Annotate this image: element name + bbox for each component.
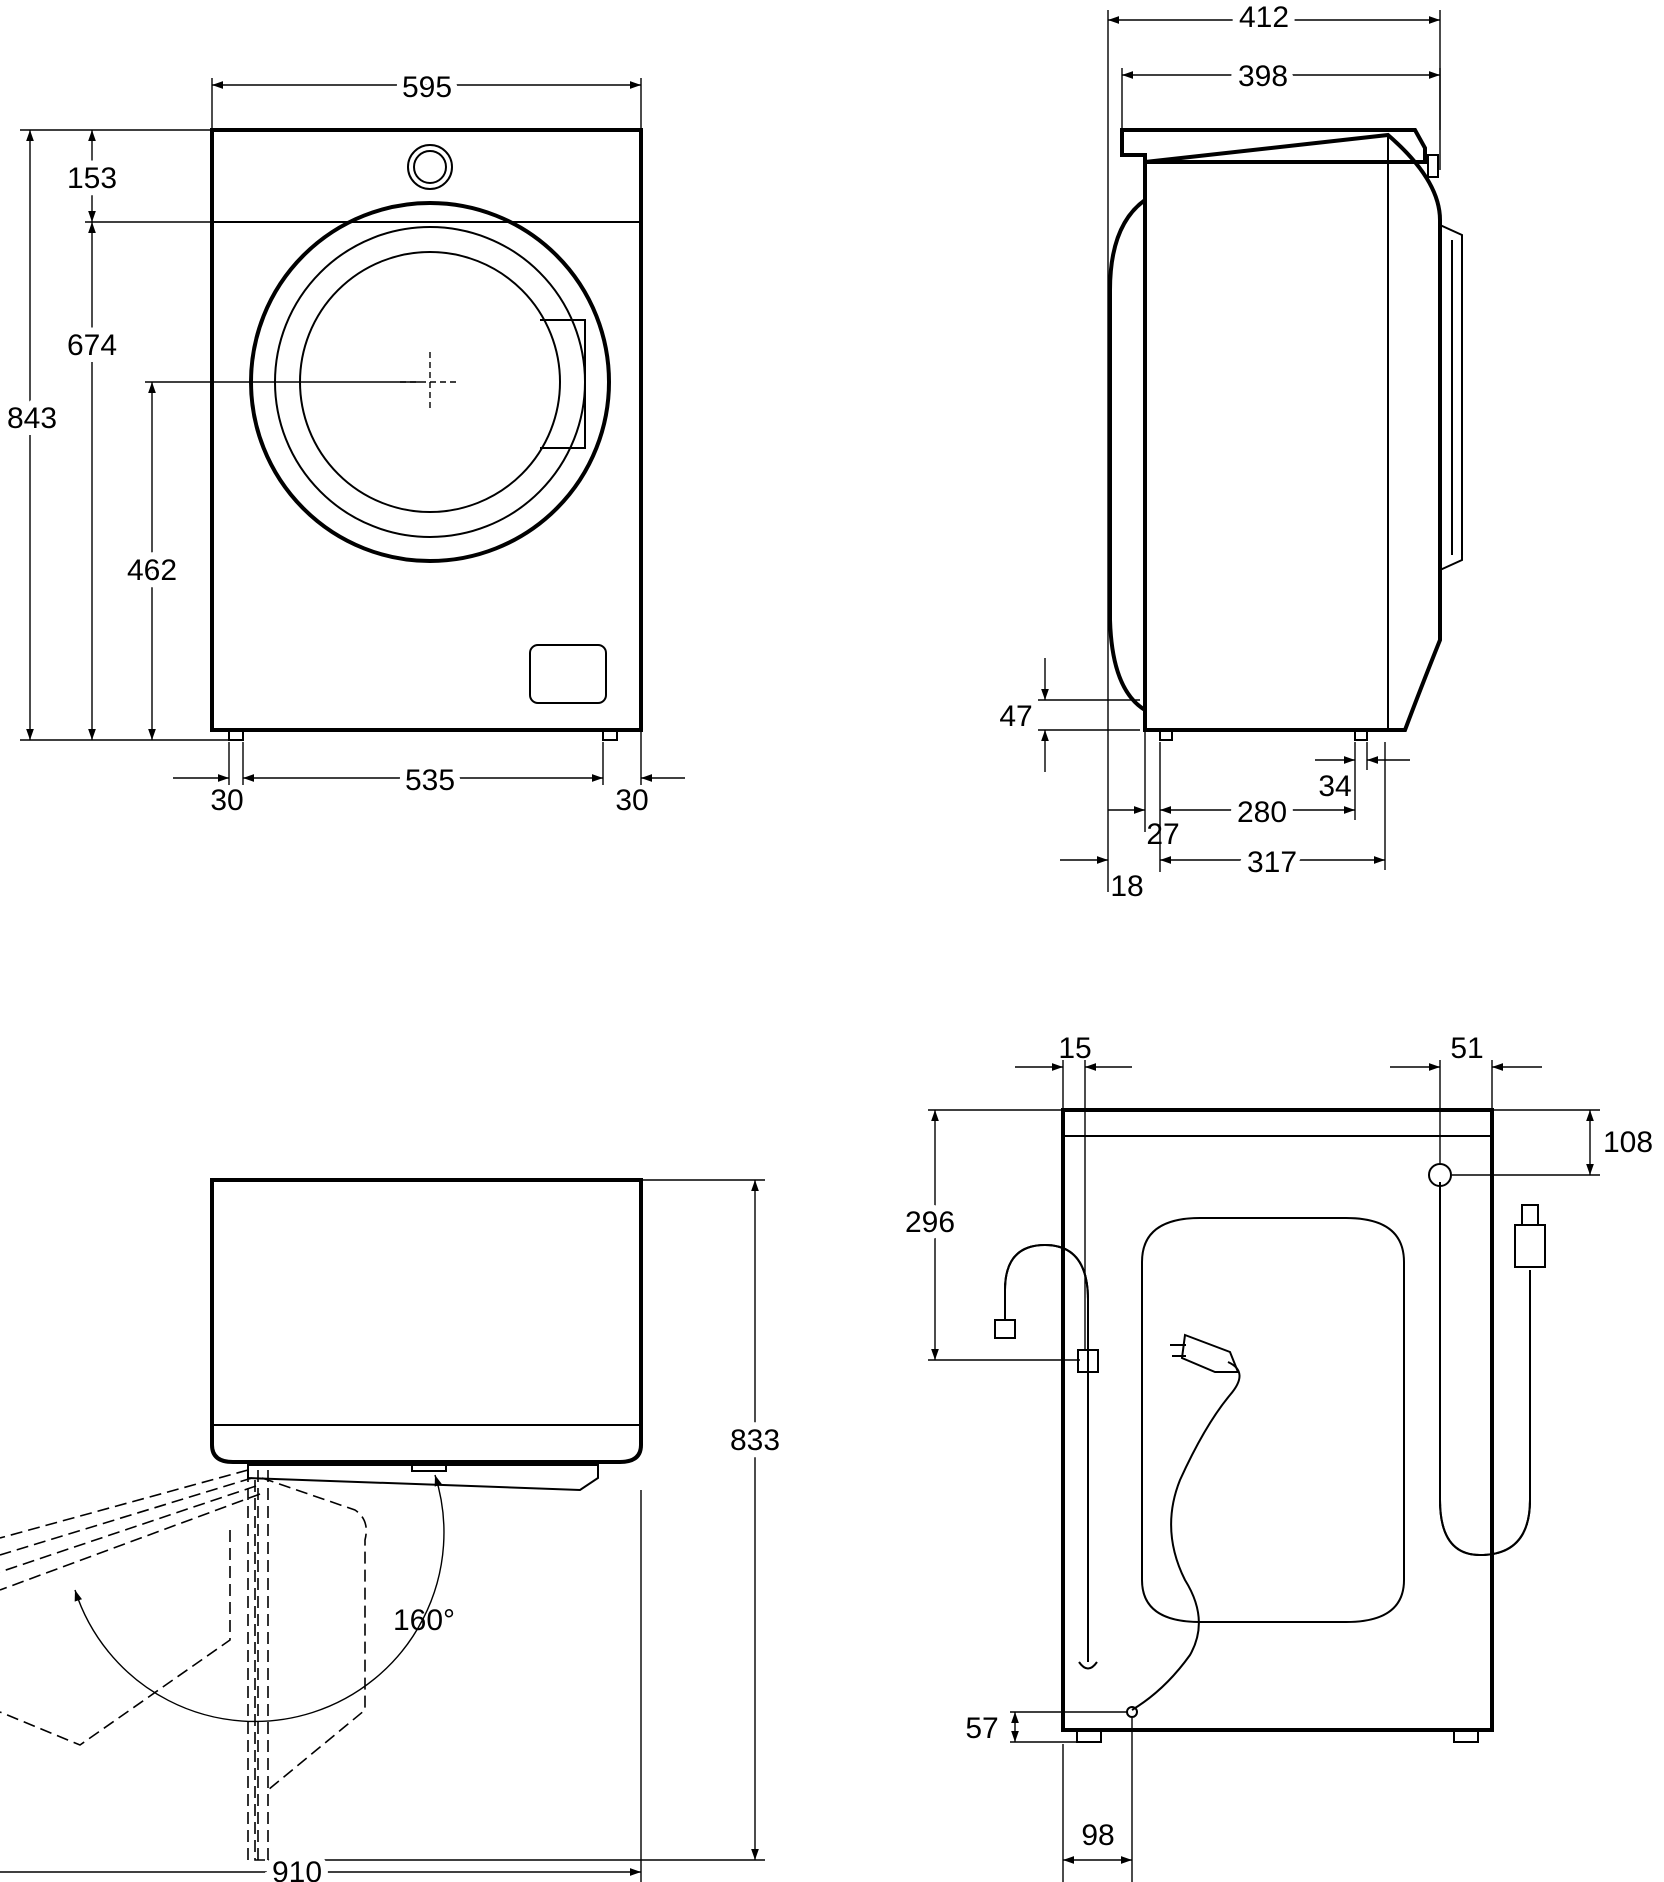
dim-side-foot-offset-front: 27 (1146, 818, 1179, 851)
top-door-open-angled (0, 1469, 261, 1591)
rear-view: 15 51 108 296 57 98 (898, 1032, 1653, 1882)
door-angle-arc (74, 1474, 445, 1723)
dim-door-center-height: 462 (127, 554, 177, 587)
dim-side-depth-total: 412 (1239, 1, 1289, 34)
rear-foot-left (1076, 1729, 1102, 1743)
dim-foot-offset-right: 30 (615, 784, 648, 817)
dim-rear-inlet-offset: 51 (1450, 1032, 1483, 1065)
dim-door-angle: 160° (393, 1604, 455, 1637)
side-door-bulge (1108, 198, 1147, 712)
dim-foot-spacing: 535 (405, 764, 455, 797)
top-door-closed (247, 1464, 599, 1492)
rear-foot-right (1453, 1729, 1479, 1743)
top-door-open-vertical (247, 1470, 269, 1860)
power-cable-exit (1126, 1706, 1138, 1718)
inlet-hose (1439, 1182, 1531, 1557)
front-view: 595 843 153 674 462 30 535 30 (0, 64, 685, 817)
rear-service-panel (1141, 1217, 1405, 1623)
rear-cabinet (1061, 1108, 1494, 1732)
dim-panel-height: 153 (67, 162, 117, 195)
drain-hose (1004, 1243, 1089, 1662)
power-cable (1131, 1361, 1241, 1711)
filter-cover (529, 644, 607, 704)
inlet-hose-nut (1514, 1224, 1546, 1268)
dim-rear-drain-hook-height: 296 (905, 1206, 955, 1239)
dim-top-height: 833 (730, 1424, 780, 1457)
side-top-cover (1120, 128, 1427, 164)
door-handle (540, 319, 586, 449)
front-cabinet (210, 128, 643, 732)
dim-side-depth-top: 398 (1238, 60, 1288, 93)
dim-foot-offset-left: 30 (210, 784, 243, 817)
dim-side-depth-body: 317 (1247, 846, 1297, 879)
dim-side-foot-spacing: 280 (1237, 796, 1287, 829)
top-door-hinge (411, 1464, 447, 1472)
dim-side-door-protrusion: 18 (1110, 870, 1143, 903)
program-knob-inner (413, 150, 447, 184)
side-rear-panel (1439, 224, 1463, 571)
side-view: 412 398 47 34 280 27 317 18 (999, 0, 1463, 903)
side-body (1143, 132, 1442, 732)
dim-front-height-total: 843 (7, 402, 57, 435)
front-foot-left (228, 729, 244, 741)
drain-hose-end (994, 1319, 1016, 1339)
dim-side-foot-height: 47 (999, 700, 1032, 733)
front-foot-right (602, 729, 618, 741)
side-rear-knob (1427, 154, 1439, 178)
side-foot-front (1159, 729, 1173, 741)
dim-door-top-height: 674 (67, 329, 117, 362)
dim-rear-drain-offset: 15 (1058, 1032, 1091, 1065)
drain-hose-clamp (1077, 1349, 1099, 1373)
top-view: 160° 833 910 (0, 1178, 787, 1882)
dim-front-width: 595 (402, 71, 452, 104)
dim-rear-cable-offset: 98 (1081, 1819, 1114, 1852)
power-plug (1180, 1333, 1240, 1373)
side-foot-rear (1354, 729, 1368, 741)
program-knob (407, 144, 453, 190)
dim-side-foot-offset-rear: 34 (1318, 770, 1351, 803)
dim-rear-cable-height: 57 (965, 1712, 998, 1745)
dim-top-depth-open: 910 (272, 1856, 322, 1882)
top-cabinet (210, 1178, 643, 1464)
dim-rear-inlet-height: 108 (1603, 1126, 1653, 1159)
